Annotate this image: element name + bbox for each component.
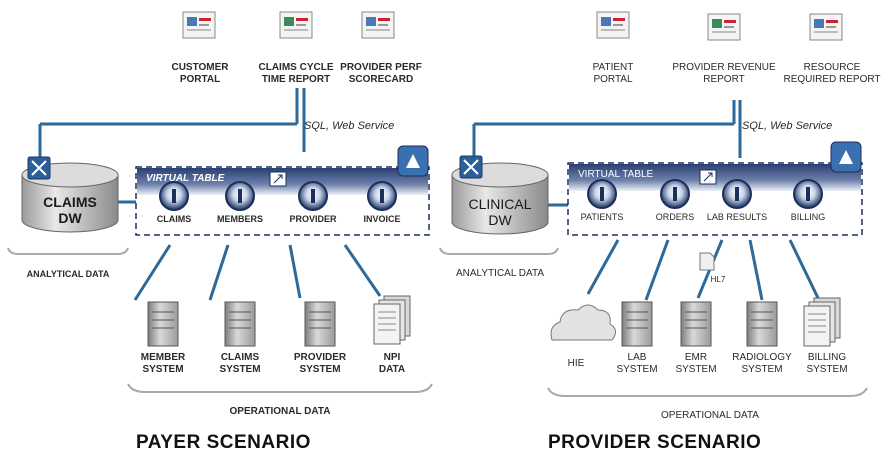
payer-source-npi-data: NPI DATA	[378, 352, 406, 375]
payer-protocol-label: SQL, Web Service	[304, 120, 395, 132]
provider-report-icon-3	[809, 13, 843, 41]
provider-grid-icon	[459, 155, 483, 179]
hie-cloud-icon	[550, 304, 616, 341]
provider-virtual-table-label: VIRTUAL TABLE	[578, 169, 654, 180]
provider-source-emr-system: EMR SYSTEM	[675, 352, 717, 375]
provider-connectors	[472, 100, 820, 301]
payer-entity-provider: PROVIDER	[289, 214, 337, 224]
payer-operational-brace	[127, 383, 433, 393]
payer-node-members	[225, 181, 255, 211]
payer-entity-invoice: INVOICE	[363, 214, 401, 224]
provider-warehouse-label: CLINICAL DW	[468, 196, 532, 228]
payer-analytical-label: ANALYTICAL DATA	[26, 269, 110, 279]
provider-operational-brace	[547, 387, 868, 397]
payer-warehouse-label: CLAIMS DW	[43, 194, 97, 226]
provider-entity-billing: BILLING	[790, 212, 826, 222]
provider-source-lab-system: LAB SYSTEM	[616, 352, 658, 375]
payer-scenario-title: PAYER SCENARIO	[136, 432, 311, 453]
payer-report-label-1: CUSTOMER PORTAL	[171, 62, 229, 85]
payer-source-provider-system: PROVIDER SYSTEM	[293, 352, 347, 375]
payer-report-label-2: CLAIMS CYCLE TIME REPORT	[258, 62, 334, 85]
provider-source-billing-system: BILLING SYSTEM	[806, 352, 848, 375]
hl7-label: HL7	[710, 275, 726, 284]
provider-protocol-label: SQL, Web Service	[742, 120, 833, 132]
payer-node-invoice	[367, 181, 397, 211]
payer-source-claims-system: CLAIMS SYSTEM	[219, 352, 261, 375]
payer-report-icon-1	[182, 11, 216, 39]
payer-source-member-system: MEMBER SYSTEM	[140, 352, 186, 375]
payer-connectors	[38, 88, 382, 301]
provider-report-label-2: PROVIDER REVENUE REPORT	[672, 62, 776, 85]
provider-node-orders	[660, 179, 690, 209]
provider-entity-lab-results: LAB RESULTS	[706, 212, 768, 222]
payer-report-icon-2	[279, 11, 313, 39]
provider-node-billing	[793, 179, 823, 209]
emr-system-server-icon	[680, 301, 712, 347]
payer-analytical-brace	[7, 247, 129, 255]
provider-entity-orders: ORDERS	[655, 212, 695, 222]
npi-data-documents-icon	[373, 295, 411, 345]
provider-report-icon-2	[707, 13, 741, 41]
payer-report-icon-3	[361, 11, 395, 39]
billing-system-documents-icon	[803, 297, 841, 347]
payer-entity-claims: CLAIMS	[156, 214, 192, 224]
provider-node-lab-results	[722, 179, 752, 209]
radiology-system-server-icon	[746, 301, 778, 347]
provider-report-label-1: PATIENT PORTAL	[592, 62, 634, 85]
claims-dw-cylinder	[21, 162, 119, 233]
provider-system-server-icon	[304, 301, 336, 347]
provider-entity-patients: PATIENTS	[580, 212, 624, 222]
provider-report-label-3: RESOURCE REQUIRED REPORT	[783, 62, 881, 85]
provider-node-patients	[587, 179, 617, 209]
claims-system-server-icon	[224, 301, 256, 347]
clinical-dw-cylinder	[451, 162, 549, 235]
provider-operational-label: OPERATIONAL DATA	[661, 410, 759, 421]
provider-source-hie: HIE	[567, 358, 585, 369]
provider-source-radiology-system: RADIOLOGY SYSTEM	[732, 352, 792, 375]
provider-analytical-brace	[439, 247, 559, 255]
lab-system-server-icon	[621, 301, 653, 347]
payer-operational-label: OPERATIONAL DATA	[229, 406, 331, 417]
payer-entity-members: MEMBERS	[216, 214, 263, 224]
provider-report-icon-1	[596, 11, 630, 39]
payer-virtual-table-label: VIRTUAL TABLE	[146, 173, 225, 184]
member-system-server-icon	[147, 301, 179, 347]
provider-analytical-label: ANALYTICAL DATA	[456, 268, 544, 279]
payer-grid-icon	[27, 156, 51, 180]
hl7-document-icon	[699, 252, 715, 271]
payer-node-provider	[298, 181, 328, 211]
payer-node-claims	[159, 181, 189, 211]
provider-scenario-title: PROVIDER SCENARIO	[548, 432, 762, 453]
payer-report-label-3: PROVIDER PERF SCORECARD	[340, 62, 422, 85]
